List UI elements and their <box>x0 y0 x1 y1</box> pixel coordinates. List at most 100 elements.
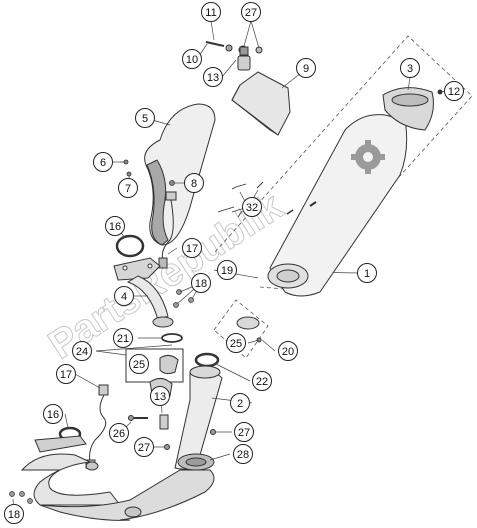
callout-p32: 32 <box>242 197 262 217</box>
callout-p1: 1 <box>357 263 377 283</box>
callout-p6: 6 <box>93 152 113 172</box>
callout-p17a: 17 <box>182 238 202 258</box>
callout-label: 20 <box>282 346 294 358</box>
callout-label: 8 <box>191 178 197 190</box>
callout-label: 28 <box>237 449 249 461</box>
callout-circle <box>184 173 204 193</box>
callout-circle <box>230 393 250 413</box>
callout-circle <box>278 341 298 361</box>
callout-label: 5 <box>142 113 148 125</box>
callout-label: 25 <box>133 359 145 371</box>
callout-p16a: 16 <box>105 216 125 236</box>
callout-label: 10 <box>186 54 198 66</box>
callout-circle <box>357 263 377 283</box>
callout-label: 21 <box>117 333 129 345</box>
callout-label: 19 <box>221 265 233 277</box>
callout-circle <box>444 81 464 101</box>
callout-label: 26 <box>113 428 125 440</box>
lambda-sensor-upper <box>158 191 177 269</box>
callout-circle <box>217 260 237 280</box>
callout-p7: 7 <box>118 178 138 198</box>
callout-circle <box>242 197 262 217</box>
callout-label: 2 <box>237 398 243 410</box>
callout-circle <box>400 58 420 78</box>
callout-p24: 24 <box>72 341 92 361</box>
callout-label: 6 <box>100 157 106 169</box>
callout-p26: 26 <box>109 423 129 443</box>
callout-p27a: 27 <box>241 2 261 22</box>
callout-circle <box>56 364 76 384</box>
callout-p27b: 27 <box>134 437 154 457</box>
callout-circle <box>234 422 254 442</box>
callout-label: 9 <box>303 63 309 75</box>
clamp-kit-box <box>125 348 184 383</box>
callout-label: 17 <box>186 243 198 255</box>
callout-circle <box>135 108 155 128</box>
callout-p8: 8 <box>184 173 204 193</box>
callout-p28: 28 <box>233 444 253 464</box>
callout-label: 18 <box>195 278 207 290</box>
callout-circle <box>203 67 223 87</box>
callout-label: 7 <box>125 183 131 195</box>
callout-circle <box>105 216 125 236</box>
callout-label: 16 <box>47 409 59 421</box>
callout-circle <box>241 2 261 22</box>
gear-icon <box>351 140 385 174</box>
callout-p2: 2 <box>230 393 250 413</box>
callout-p21: 21 <box>113 328 133 348</box>
callout-label: 17 <box>60 369 72 381</box>
end-cap <box>382 87 443 131</box>
callout-p18a: 18 <box>191 273 211 293</box>
callout-label: 27 <box>245 7 257 19</box>
callout-circle <box>296 58 316 78</box>
callout-p25b: 25 <box>226 333 246 353</box>
callout-label: 25 <box>230 338 242 350</box>
callout-circle <box>114 286 134 306</box>
bracket <box>205 41 291 136</box>
header-pipe-upper <box>113 257 174 328</box>
callout-p27c: 27 <box>234 422 254 442</box>
callout-circle <box>72 341 92 361</box>
bolts-18-lower <box>9 491 33 504</box>
callout-circle <box>93 152 113 172</box>
callout-p4: 4 <box>114 286 134 306</box>
callout-circle <box>118 178 138 198</box>
callout-circle <box>150 386 170 406</box>
bolts-32 <box>217 181 317 218</box>
callout-p10: 10 <box>182 49 202 69</box>
callout-p25a: 25 <box>129 354 149 374</box>
callout-circle <box>182 49 202 69</box>
clamp-kit-dashed <box>213 299 269 359</box>
callout-circle <box>109 423 129 443</box>
callout-p17b: 17 <box>56 364 76 384</box>
gasket-22 <box>194 352 220 368</box>
callout-label: 18 <box>8 509 20 521</box>
callout-label: 27 <box>238 427 250 439</box>
callout-circle <box>134 437 154 457</box>
gasket-upper <box>115 234 145 258</box>
callout-label: 13 <box>154 391 166 403</box>
header-pipe-lower <box>20 435 215 521</box>
callout-p18b: 18 <box>4 504 24 524</box>
callout-label: 16 <box>109 221 121 233</box>
callout-label: 32 <box>246 202 258 214</box>
callout-p3: 3 <box>400 58 420 78</box>
callout-circle <box>129 354 149 374</box>
callout-p19: 19 <box>217 260 237 280</box>
callout-p16b: 16 <box>43 404 63 424</box>
callout-label: 1 <box>364 268 370 280</box>
middle-pipe <box>174 365 223 470</box>
callout-label: 12 <box>448 86 460 98</box>
callout-p12: 12 <box>444 81 464 101</box>
callout-p20: 20 <box>278 341 298 361</box>
callout-circle <box>201 2 221 22</box>
callout-p13a: 13 <box>203 67 223 87</box>
callout-circle <box>252 371 272 391</box>
heat-shield <box>144 103 216 246</box>
callout-label: 4 <box>121 291 127 303</box>
lambda-sensor-lower <box>85 384 109 469</box>
callout-circle <box>4 504 24 524</box>
